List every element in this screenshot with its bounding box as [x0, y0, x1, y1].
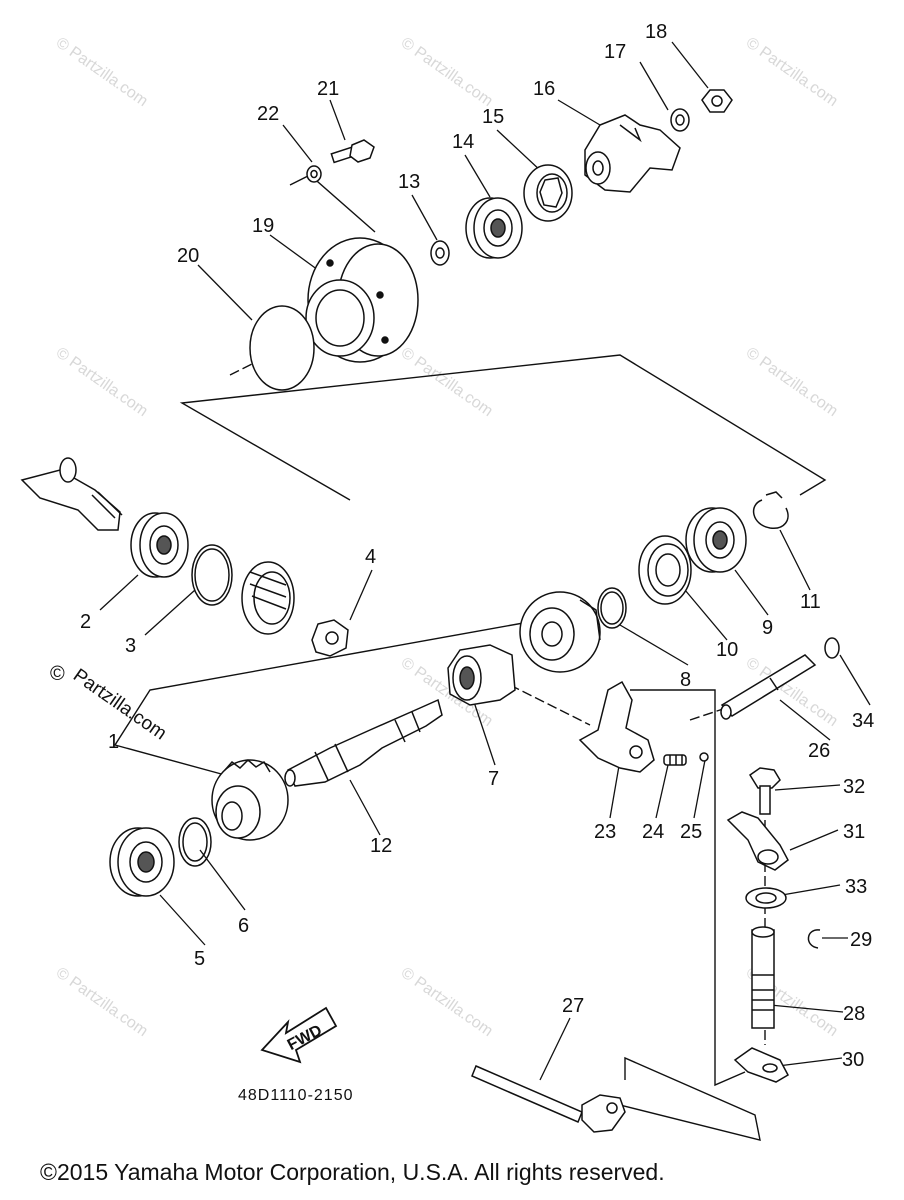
part-6-shim: [178, 817, 212, 867]
assembly-line-7: [509, 684, 591, 726]
part-7-dog-clutch: [447, 644, 516, 706]
callout-25: 25: [680, 821, 702, 843]
part-21-bolt: [330, 139, 375, 164]
callout-9: 9: [762, 617, 773, 639]
part-32-bolt: [748, 767, 781, 815]
part-28-shift-shaft: [751, 926, 775, 1029]
part-33-bushing: [745, 887, 787, 909]
part-15-oil-seal: [523, 164, 573, 222]
watermark: © Partzilla.com: [398, 964, 496, 1040]
watermark: © Partzilla.com: [398, 34, 496, 110]
callout-8: 8: [680, 669, 691, 691]
watermark: © Partzilla.com: [743, 34, 841, 110]
callout-4: 4: [365, 546, 376, 568]
assembly-line-26: [689, 704, 736, 721]
callout-14: 14: [452, 131, 474, 153]
pinion-gear: [211, 758, 289, 841]
fwd-arrow-icon: FWD: [260, 1006, 338, 1064]
callout-17: 17: [604, 41, 626, 63]
assembly-line-right: [630, 689, 746, 1087]
part-13-washer: [430, 240, 450, 266]
part-20-gasket: [249, 305, 315, 391]
callout-1: 1: [108, 731, 119, 753]
callout-11: 11: [800, 591, 821, 613]
callout-21: 21: [317, 78, 339, 100]
part-19-housing: [305, 237, 419, 363]
watermark: © Partzilla.com: [743, 344, 841, 420]
callout-19: 19: [252, 215, 274, 237]
callout-26: 26: [808, 740, 830, 762]
part-9-bearing: [685, 507, 747, 573]
part-4-nut: [311, 619, 349, 657]
callout-27: 27: [562, 995, 584, 1017]
parts: [20, 89, 840, 1133]
part-3-shim: [191, 544, 233, 606]
callout-7: 7: [488, 768, 499, 790]
part-8-bevel-gear: [519, 591, 601, 673]
callout-20: 20: [177, 245, 199, 267]
callout-12: 12: [370, 835, 392, 857]
callout-18: 18: [645, 21, 667, 43]
watermark: © Partzilla.com: [398, 344, 496, 420]
part-23-shift-fork: [578, 680, 655, 773]
callout-23: 23: [594, 821, 616, 843]
watermark: © Partzilla.com: [53, 34, 151, 110]
brand-watermark-text: Partzilla.com: [69, 665, 170, 745]
callout-5: 5: [194, 948, 205, 970]
part-16-yoke: [584, 114, 681, 193]
callout-32: 32: [843, 776, 865, 798]
part-5-bearing: [109, 827, 175, 897]
callout-15: 15: [482, 106, 504, 128]
part-14-bearing: [465, 197, 523, 259]
callout-34: 34: [852, 710, 874, 732]
part-11-circlip: [752, 491, 789, 529]
watermark: © Partzilla.com: [53, 344, 151, 420]
part-10-oil-seal: [638, 535, 692, 605]
part-26-shift-rod: [720, 654, 817, 720]
part-31-shift-arm: [726, 811, 789, 871]
svg-text:©: ©: [50, 663, 65, 685]
part-22-washer: [306, 165, 322, 183]
assembly-line-frame: [179, 354, 827, 501]
assembly-line-shift: [599, 1056, 761, 1141]
part-12-shaft: [284, 698, 443, 787]
assembly-line-left: [113, 619, 541, 776]
callout-13: 13: [398, 171, 420, 193]
callout-29: 29: [850, 929, 872, 951]
assembly-line-upper: [289, 174, 376, 233]
ring-gear: [241, 561, 295, 635]
callout-28: 28: [843, 1003, 865, 1025]
callout-31: 31: [843, 821, 865, 843]
callout-30: 30: [842, 1049, 864, 1071]
callout-10: 10: [716, 639, 738, 661]
part-25-ball: [699, 752, 709, 762]
callout-24: 24: [642, 821, 664, 843]
part-1-shaft: [20, 457, 123, 531]
part-2-bearing: [130, 512, 189, 578]
part-24-spring: [663, 754, 687, 766]
part-17-washer: [670, 108, 690, 132]
callout-6: 6: [238, 915, 249, 937]
callout-33: 33: [845, 876, 867, 898]
shim-8: [597, 587, 627, 629]
callout-22: 22: [257, 103, 279, 125]
part-34-o-ring: [824, 637, 840, 659]
callouts: 1 2 3 4 5 6 7 8 9 10 11 12 13 14 15 16 1…: [80, 21, 874, 1071]
watermark: © Partzilla.com: [53, 964, 151, 1040]
drawing-code: 48D1110-2150: [238, 1087, 354, 1104]
leader-lines: [99, 41, 871, 1081]
callout-3: 3: [125, 635, 136, 657]
part-29-clip: [807, 929, 821, 949]
part-27-shift-rod: [471, 1065, 626, 1133]
copyright-text: ©2015 Yamaha Motor Corporation, U.S.A. A…: [40, 1159, 665, 1185]
part-18-nut: [701, 89, 733, 113]
callout-2: 2: [80, 611, 91, 633]
callout-16: 16: [533, 78, 555, 100]
part-30-shift-lever: [733, 1047, 790, 1083]
